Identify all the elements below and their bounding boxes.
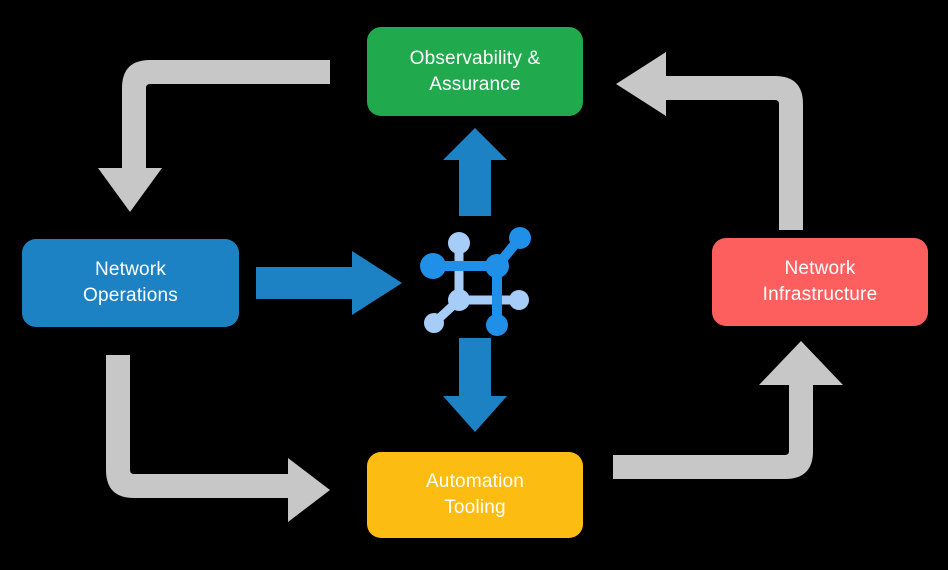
network-icon-edges (428, 233, 525, 330)
connector-automation-to-infrastructure[interactable] (613, 341, 843, 479)
connector-operations-to-center[interactable] (256, 251, 402, 315)
connector-center-to-automation[interactable] (443, 338, 507, 432)
node-box-automation-tooling[interactable]: Automation Tooling (367, 452, 583, 538)
connector-center-to-observability[interactable] (443, 128, 507, 216)
network-icon-nodes (420, 227, 531, 336)
connector-operations-to-automation[interactable] (106, 355, 330, 522)
node-box-network-infrastructure[interactable]: Network Infrastructure (712, 238, 928, 326)
node-box-network-operations[interactable]: Network Operations (22, 239, 239, 327)
connector-infrastructure-to-observability[interactable] (616, 52, 803, 230)
node-box-observability[interactable]: Observability & Assurance (367, 27, 583, 116)
connector-observability-to-operations[interactable] (98, 60, 330, 212)
